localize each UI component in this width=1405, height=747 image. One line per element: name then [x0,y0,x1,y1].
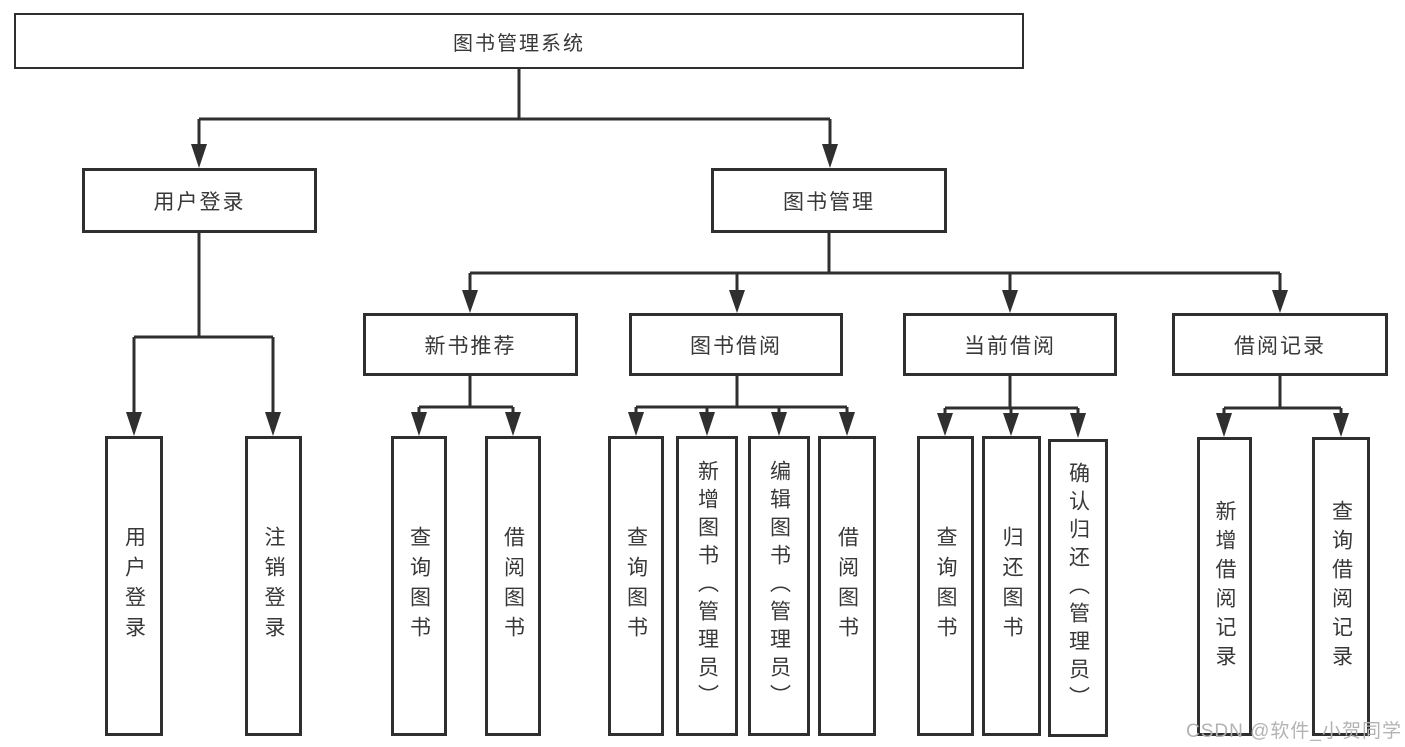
node-leaf-add-books-admin: 新增图书（管理员） [676,436,738,736]
arrowhead-icon [729,290,745,313]
arrowhead-icon [1003,413,1019,436]
node-label: 查询图书 [934,526,957,646]
node-leaf-logout: 注销登录 [245,436,302,736]
node-label: 注销登录 [262,526,285,646]
connector-newbook-to-leaves [417,376,515,414]
node-label: 查询借阅记录 [1329,499,1353,674]
node-leaf-query-books-1: 查询图书 [391,436,447,736]
arrowhead-icon [822,144,838,168]
node-leaf-user-login: 用户登录 [105,436,163,736]
arrowhead-icon [505,412,521,436]
connector-currentborrow-to-leaves [943,376,1080,415]
connector-bookborrow-to-leaves [634,376,849,414]
node-label: 用户登录 [153,190,246,214]
node-leaf-confirm-return-admin: 确认归还（管理员） [1048,439,1108,737]
connector-borrowrecords-to-leaves [1222,376,1343,415]
node-root-label: 图书管理系统 [453,32,585,55]
node-leaf-edit-books-admin: 编辑图书（管理员） [748,436,810,736]
node-book-management: 图书管理 [711,168,947,233]
node-label: 借阅图书 [835,526,859,646]
arrowhead-icon [1002,290,1018,313]
node-leaf-add-borrow-record: 新增借阅记录 [1197,437,1252,736]
node-label: 新书推荐 [424,334,517,358]
arrowhead-icon [411,412,427,436]
node-root: 图书管理系统 [14,13,1024,69]
node-label: 借阅图书 [501,526,525,646]
node-label: 用户登录 [122,526,146,646]
node-leaf-borrow-books-1: 借阅图书 [485,436,541,736]
connector-userlogin-to-leaves [132,233,275,414]
arrowhead-icon [771,412,787,436]
arrowhead-icon [126,412,142,436]
arrowhead-icon [1216,413,1232,437]
node-label: 新增图书（管理员） [695,460,719,712]
node-book-borrow: 图书借阅 [629,313,843,376]
node-label: 图书管理 [783,190,875,214]
arrowhead-icon [462,290,478,313]
node-label: 图书借阅 [690,334,782,358]
node-label: 编辑图书（管理员） [767,460,791,712]
arrowhead-icon [265,412,281,436]
node-leaf-query-books-3: 查询图书 [917,436,974,736]
node-new-book-recommend: 新书推荐 [363,313,578,376]
arrowhead-icon [628,412,644,436]
node-label: 查询图书 [407,526,431,646]
node-user-login-group: 用户登录 [82,168,317,233]
node-label: 借阅记录 [1234,334,1326,358]
arrowhead-icon [1070,413,1086,438]
arrowhead-icon [191,144,207,168]
node-label: 确认归还（管理员） [1066,462,1090,714]
arrowhead-icon [937,413,953,436]
node-label: 当前借阅 [964,334,1056,358]
node-label: 新增借阅记录 [1213,499,1236,674]
arrowhead-icon [1333,413,1349,437]
node-leaf-query-borrow-record: 查询借阅记录 [1312,437,1370,736]
watermark: CSDN @软件_小贺同学 [1186,721,1402,742]
arrowhead-icon [839,412,855,436]
arrowhead-icon [1272,290,1288,313]
node-label: 查询图书 [624,526,648,646]
arrowhead-icon [699,412,715,436]
node-current-borrow: 当前借阅 [903,313,1117,376]
node-leaf-return-books: 归还图书 [982,436,1041,736]
connector-root-to-level1 [197,69,832,148]
node-leaf-query-books-2: 查询图书 [608,436,664,736]
node-borrow-records: 借阅记录 [1172,313,1388,376]
node-label: 归还图书 [1000,526,1023,646]
node-leaf-borrow-books-2: 借阅图书 [818,436,876,736]
connector-bookmgmt-to-level2 [468,233,1282,292]
